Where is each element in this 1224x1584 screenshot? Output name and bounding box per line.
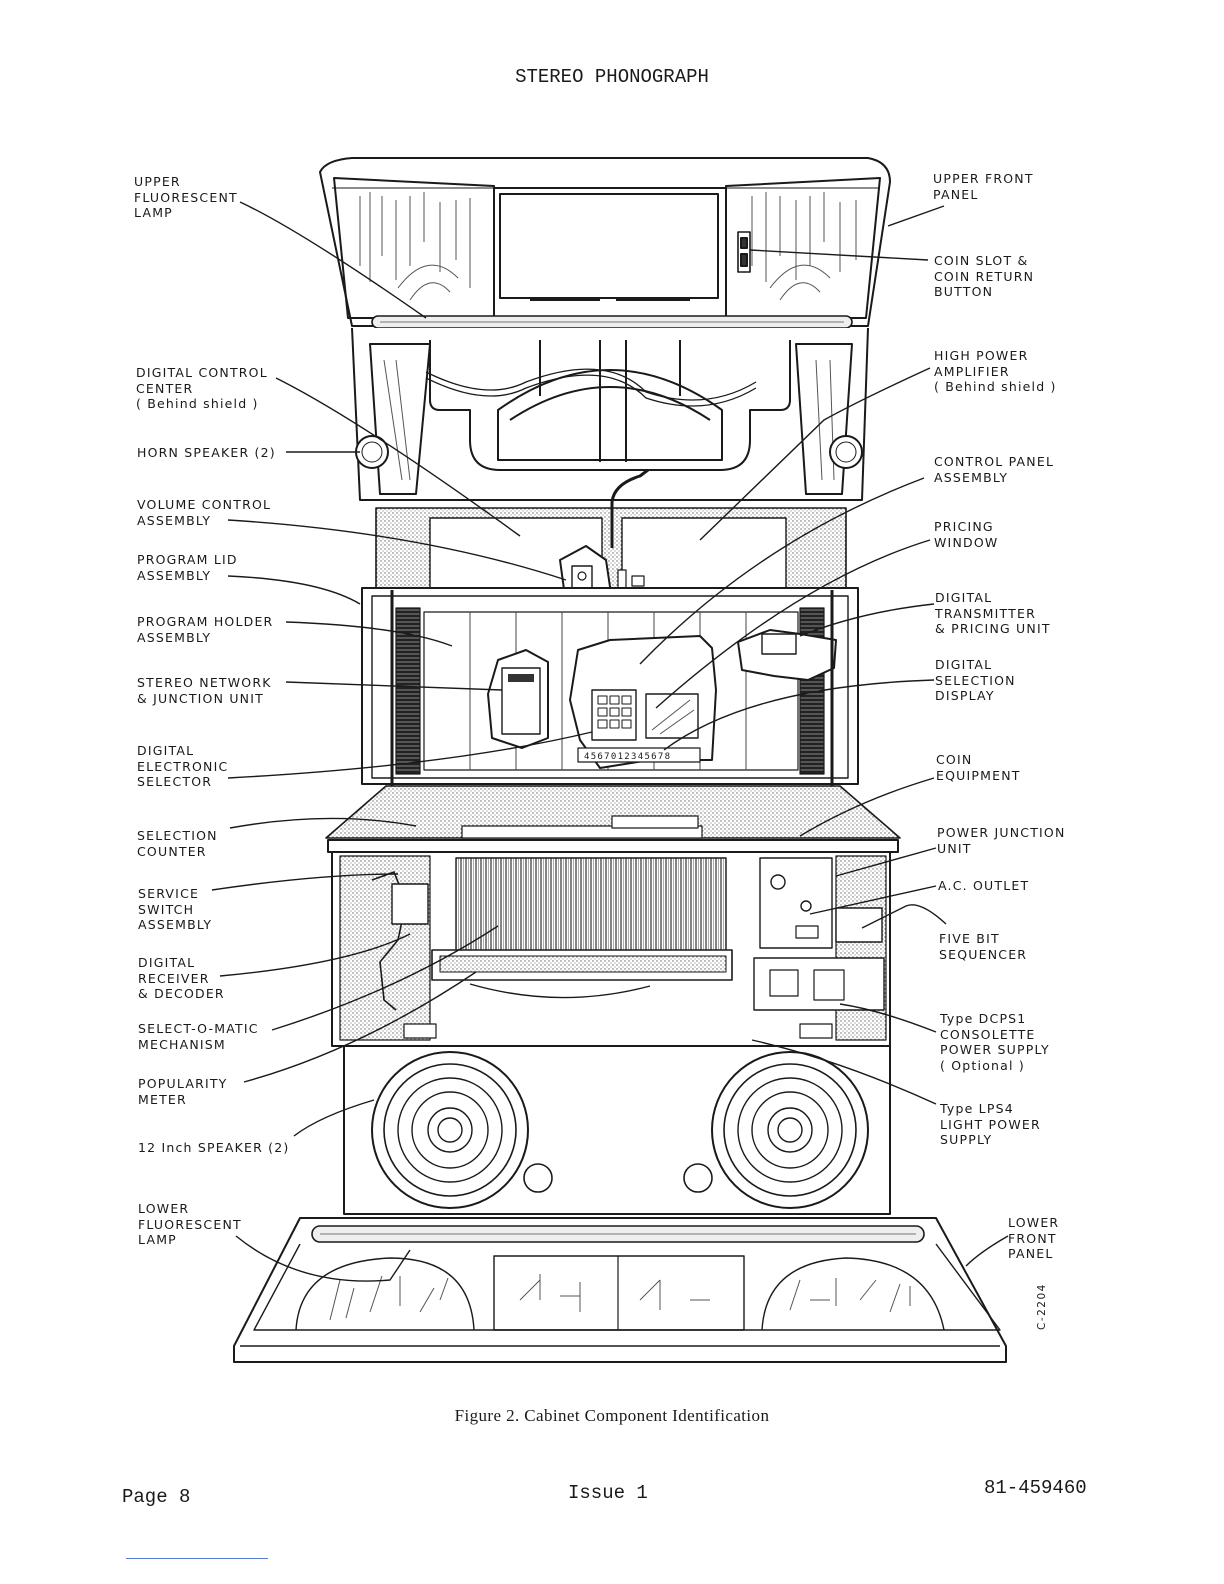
page-header-title: STEREO PHONOGRAPH bbox=[515, 66, 709, 88]
figure-code: C-2204 bbox=[1036, 1283, 1048, 1330]
speaker-right bbox=[711, 1051, 869, 1209]
upper-front-panel-shape bbox=[319, 157, 891, 327]
footer-issue: Issue 1 bbox=[568, 1482, 648, 1504]
horn-speaker-right bbox=[829, 435, 863, 469]
lower-front-panel-shape bbox=[233, 1217, 1007, 1363]
leader-lines bbox=[211, 201, 1009, 1282]
selection-display-digits: 4567012345678 bbox=[584, 752, 671, 762]
speaker-left bbox=[371, 1051, 529, 1209]
label-twelve-inch-speaker: 12 Inch SPEAKER (2) bbox=[138, 1140, 290, 1155]
footer-part-number: 81-459460 bbox=[984, 1477, 1087, 1499]
figure-caption: Figure 2. Cabinet Component Identificati… bbox=[454, 1406, 770, 1425]
label-ac-outlet: A.C. OUTLET bbox=[938, 878, 1030, 893]
footer-page: Page 8 bbox=[122, 1486, 191, 1508]
label-horn-speaker: HORN SPEAKER (2) bbox=[137, 445, 276, 460]
label-stereo-network-junction-unit: STEREO NETWORK& JUNCTION UNIT bbox=[137, 675, 272, 706]
bottom-rule bbox=[126, 1558, 268, 1559]
